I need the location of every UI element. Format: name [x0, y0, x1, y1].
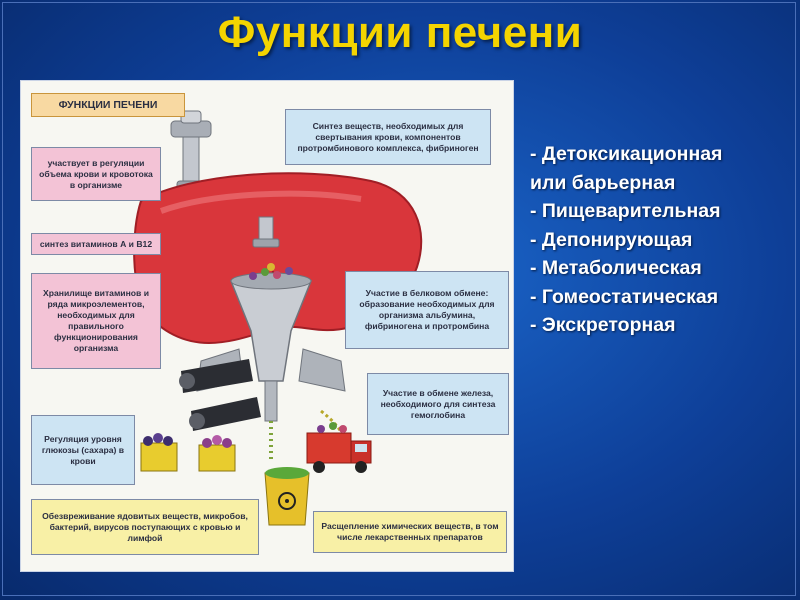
list-item: или барьерная — [530, 171, 676, 194]
glucose-regulation-box: Регуляция уровня глюкозы (сахара) в кров… — [31, 415, 135, 485]
list-item: - Экскреторная — [530, 314, 676, 336]
liver-functions-illustration: ФУНКЦИИ ПЕЧЕНИ Синтез веществ, необходим… — [20, 80, 514, 572]
chemical-breakdown-box: Расщепление химических веществ, в том чи… — [313, 511, 507, 553]
illustration-header: ФУНКЦИИ ПЕЧЕНИ — [31, 93, 185, 117]
coagulation-box: Синтез веществ, необходимых для свертыва… — [285, 109, 491, 165]
storage-box: Хранилище витаминов и ряда микроэлементо… — [31, 273, 161, 369]
iron-metabolism-box: Участие в обмене железа, необходимого дл… — [367, 373, 509, 435]
truck-icon — [306, 422, 372, 473]
blood-volume-box: участвует в регуляции объема крови и кро… — [31, 147, 161, 201]
conveyor-belt-icon — [179, 359, 261, 431]
grinder-funnel-icon — [196, 263, 348, 463]
protein-metabolism-box: Участие в белковом обмене: образование н… — [345, 271, 509, 349]
liver-functions-list: - Детоксикационная или барьерная - Пищев… — [530, 140, 796, 340]
slide-title: Функции печени — [217, 8, 583, 57]
faucet-icon — [170, 110, 212, 192]
list-item: - Детоксикационная — [530, 143, 723, 165]
list-item: - Гомеостатическая — [530, 285, 719, 308]
list-item: - Пищеварительная — [530, 200, 721, 222]
berry-crate-icon — [140, 433, 236, 472]
liver-faucet-icon — [252, 216, 280, 248]
list-item: - Метаболическая — [530, 257, 702, 279]
list-item: - Депонирующая — [530, 228, 693, 251]
vitamins-synthesis-box: синтез витаминов А и В12 — [31, 233, 161, 255]
waste-barrel-icon — [264, 467, 310, 526]
detoxification-box: Обезвреживание ядовитых веществ, микробо… — [31, 499, 259, 555]
